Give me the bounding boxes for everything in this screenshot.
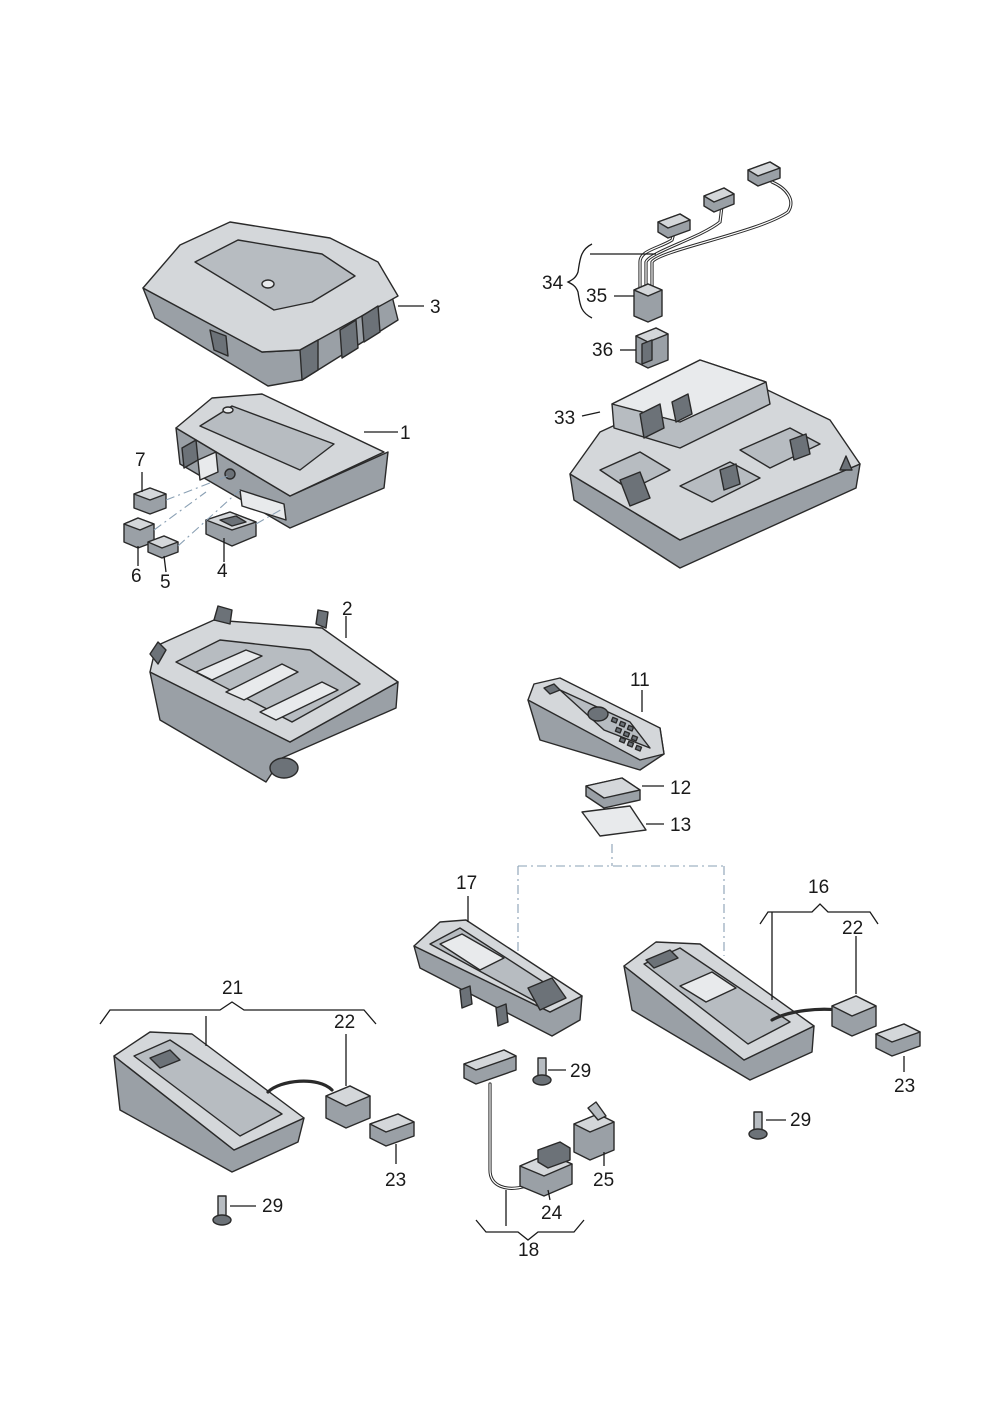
callout-13: 13	[670, 815, 691, 836]
callout-25: 25	[593, 1170, 614, 1191]
callout-21: 21	[222, 978, 243, 999]
part-18-cable-set	[463, 1049, 528, 1190]
part-23-plug-right	[875, 1023, 921, 1057]
part-29-screw-right	[748, 1111, 768, 1140]
callout-11: 11	[630, 670, 650, 691]
mount-dash-lines	[517, 844, 725, 970]
callout-29-right: 29	[790, 1110, 811, 1131]
part-35-plug	[633, 283, 663, 323]
part-12-card	[585, 777, 641, 809]
callout-33: 33	[554, 408, 575, 429]
part-33-roof-console	[569, 359, 861, 569]
part-29-screw-middle	[532, 1057, 552, 1086]
callout-5: 5	[160, 572, 171, 593]
callout-labels: 3 1 7 6 5 4 2 34 35 36 33 11 12 13 17 16…	[131, 273, 915, 1261]
callout-23-left: 23	[385, 1170, 406, 1191]
callout-36: 36	[592, 340, 613, 361]
part-7-connector	[133, 487, 167, 515]
part-21-holder-left	[113, 1031, 334, 1173]
callout-18: 18	[518, 1240, 539, 1261]
part-22-plug-left	[325, 1085, 371, 1129]
part-17-holder	[413, 919, 583, 1037]
callout-4: 4	[217, 561, 228, 582]
part-34-wiring-harness	[638, 161, 793, 304]
callout-1: 1	[400, 423, 411, 444]
callout-22-left: 22	[334, 1012, 355, 1033]
callout-2: 2	[342, 599, 353, 620]
callout-12: 12	[670, 778, 691, 799]
part-11-handset	[527, 677, 665, 771]
callout-6: 6	[131, 566, 142, 587]
callout-22-right: 22	[842, 918, 863, 939]
part-16-holder-right	[623, 941, 840, 1081]
part-23-plug-left	[369, 1113, 415, 1147]
part-1-control-unit	[175, 393, 389, 529]
part-5-connector	[147, 535, 179, 559]
callout-7: 7	[135, 450, 146, 471]
callout-24: 24	[541, 1203, 563, 1224]
callout-29-left: 29	[262, 1196, 283, 1217]
part-2-bracket	[149, 605, 399, 783]
leader-lines	[99, 243, 905, 1241]
callout-3: 3	[430, 297, 441, 318]
callout-34: 34	[542, 273, 564, 294]
part-22-plug-right	[831, 995, 877, 1037]
part-25-connector	[573, 1101, 615, 1161]
connector-dash-lines	[153, 475, 285, 547]
part-4-connector	[205, 511, 257, 547]
part-24-connector	[519, 1141, 573, 1197]
callout-16: 16	[808, 877, 829, 898]
callout-35: 35	[586, 286, 607, 307]
callout-23-right: 23	[894, 1076, 915, 1097]
part-36-clip	[635, 327, 669, 369]
part-3-cover	[142, 221, 399, 387]
part-13-card-cover	[581, 805, 647, 837]
callout-29-middle: 29	[570, 1061, 591, 1082]
part-29-screw-left	[212, 1195, 232, 1226]
callout-17: 17	[456, 873, 477, 894]
